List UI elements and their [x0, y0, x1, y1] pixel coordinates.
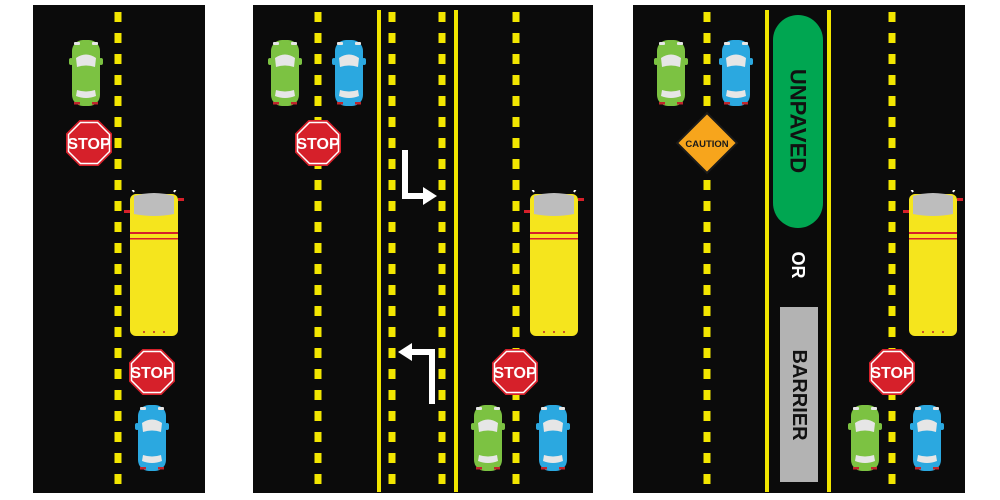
car-blue [536, 405, 570, 471]
barrier-block: BARRIER [780, 307, 818, 482]
panel-1: STOP STOP [33, 5, 205, 493]
car-blue [332, 40, 366, 106]
stop-sign-icon: STOP [869, 349, 915, 395]
barrier-label: BARRIER [788, 349, 810, 441]
stop-sign-label: STOP [296, 136, 340, 153]
car-blue [719, 40, 753, 106]
panel-3: CAUTION UNPAVED OR BARRIER STOP [633, 5, 965, 493]
unpaved-shoulder: UNPAVED [773, 15, 823, 228]
car-blue [135, 405, 169, 471]
turn-arrow-icon [398, 343, 435, 404]
stop-sign-icon: STOP [492, 349, 538, 395]
car-green [848, 405, 882, 471]
stop-sign-label: STOP [493, 365, 537, 382]
stop-sign-icon: STOP [66, 120, 112, 166]
school-bus-icon [903, 190, 963, 337]
car-green [69, 40, 103, 106]
stop-sign-label: STOP [130, 365, 174, 382]
school-bus-icon [124, 190, 184, 337]
turn-arrow-icon [402, 150, 437, 205]
stop-sign-icon: STOP [129, 349, 175, 395]
stop-sign-label: STOP [870, 365, 914, 382]
stop-sign-label: STOP [67, 136, 111, 153]
caution-sign-icon: CAUTION [675, 111, 739, 175]
car-green [268, 40, 302, 106]
or-label: OR [788, 252, 808, 279]
car-green [471, 405, 505, 471]
panel-2: STOP STOP [253, 5, 593, 493]
unpaved-label: UNPAVED [786, 69, 811, 173]
car-green [654, 40, 688, 106]
stop-sign-icon: STOP [295, 120, 341, 166]
caution-sign-label: CAUTION [685, 139, 728, 150]
car-blue [910, 405, 944, 471]
school-bus-icon [524, 190, 584, 337]
